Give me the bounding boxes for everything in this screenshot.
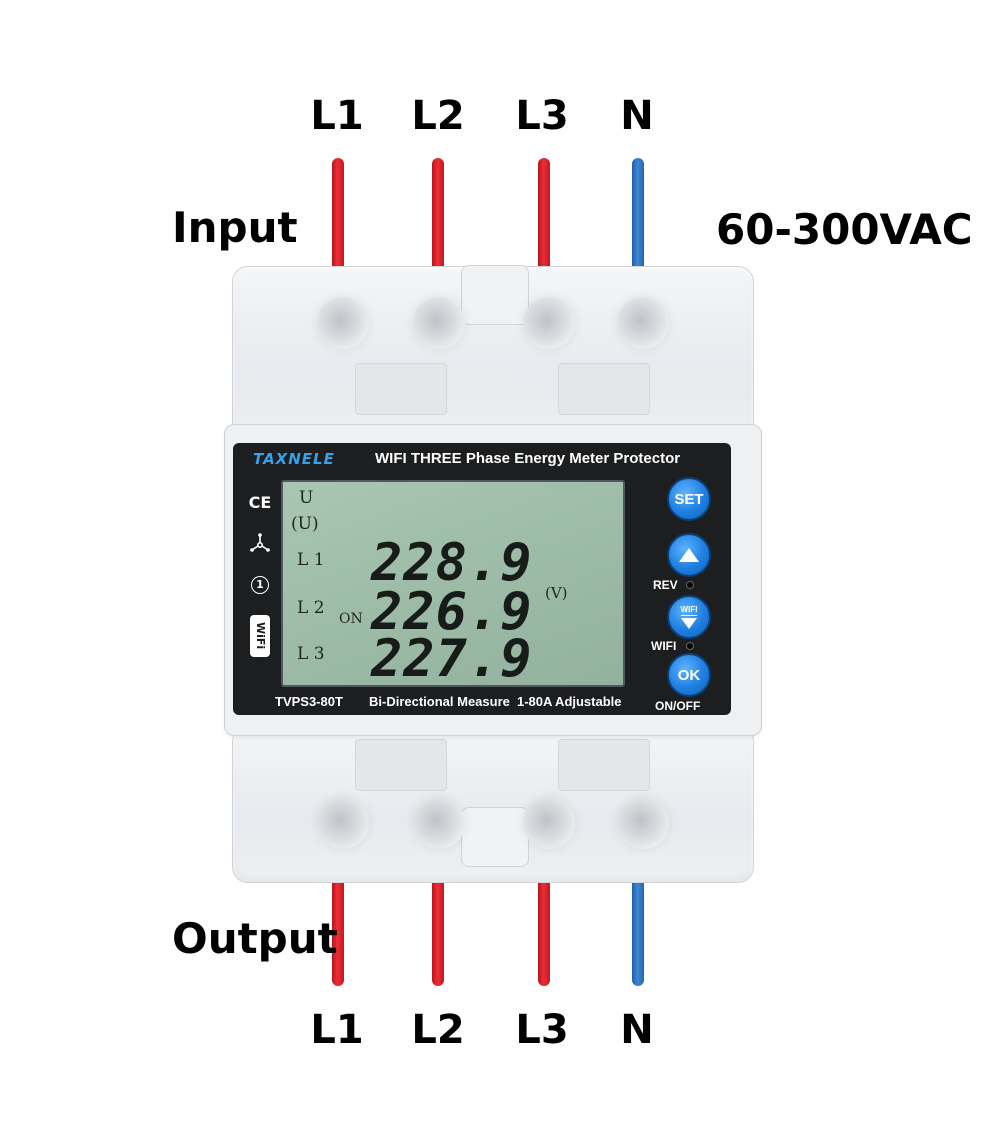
voltage-range-label: 60-300VAC (716, 205, 973, 254)
lcd-value-l2: 226.9 (371, 582, 533, 642)
top-label-l2: L2 (411, 93, 465, 139)
screw-top-l3 (523, 297, 575, 349)
set-button[interactable]: SET (667, 477, 711, 521)
screw-bottom-l2 (413, 797, 465, 849)
up-button[interactable] (667, 533, 711, 577)
energy-meter: TAXNELE WIFI THREE Phase Energy Meter Pr… (224, 265, 762, 883)
wire-bottom-n (632, 870, 644, 986)
lcd-value-l3: 227.9 (371, 629, 533, 689)
screw-top-l1 (317, 297, 369, 349)
screw-bottom-l1 (317, 797, 369, 849)
top-ridge-left (355, 363, 447, 415)
wire-bottom-l1 (332, 870, 344, 986)
brand-logo: TAXNELE (253, 450, 335, 468)
front-panel: TAXNELE WIFI THREE Phase Energy Meter Pr… (233, 443, 731, 715)
bottom-label-l3: L3 (515, 1007, 569, 1053)
lcd-mode-top: U (299, 488, 314, 508)
bottom-ridge-left (355, 739, 447, 791)
wire-bottom-l3 (538, 870, 550, 986)
wifi-indicator-dot (686, 642, 694, 650)
bottom-label-n: N (620, 1007, 654, 1053)
on-off-label: ON/OFF (655, 699, 701, 713)
wifi-down-button[interactable]: WIFI (667, 595, 711, 639)
ce-mark-icon: CE (248, 493, 272, 512)
wire-top-n (632, 158, 644, 273)
bottom-label-l1: L1 (310, 1007, 364, 1053)
lcd-row-label-l2: L 2 (297, 598, 325, 618)
wire-bottom-l2 (432, 870, 444, 986)
bottom-ridge-right (558, 739, 650, 791)
lcd-display: U (U) L 1 L 2 L 3 ON (V) 228.9 226.9 227… (281, 480, 625, 687)
feature-bidirectional: Bi-Directional Measure (369, 694, 510, 709)
top-din-clip (461, 265, 529, 325)
circled-one-icon: 1 (247, 576, 273, 594)
lcd-row-label-l1: L 1 (297, 550, 325, 570)
top-terminal-block (232, 265, 754, 448)
tripod-icon (247, 531, 273, 557)
screw-top-l2 (413, 297, 465, 349)
front-bezel: TAXNELE WIFI THREE Phase Energy Meter Pr… (224, 424, 762, 736)
device-title: WIFI THREE Phase Energy Meter Protector (375, 450, 681, 467)
top-label-l1: L1 (310, 93, 364, 139)
wire-top-l1 (332, 158, 344, 273)
lcd-status-on: ON (339, 611, 363, 627)
bottom-din-clip (461, 807, 529, 867)
up-arrow-icon (679, 548, 699, 562)
top-label-n: N (620, 93, 654, 139)
screw-top-n (617, 297, 669, 349)
bottom-label-l2: L2 (411, 1007, 465, 1053)
wifi-label: WIFI (651, 639, 677, 653)
top-label-l3: L3 (515, 93, 569, 139)
down-arrow-icon (681, 618, 697, 629)
model-number: TVPS3-80T (275, 694, 343, 709)
rev-label: REV (653, 578, 678, 592)
wifi-badge: WIFI (680, 605, 698, 616)
wire-top-l3 (538, 158, 550, 273)
ok-button[interactable]: OK (667, 653, 711, 697)
input-label: Input (172, 203, 298, 252)
output-label: Output (172, 914, 338, 963)
bottom-terminal-block (232, 726, 754, 883)
lcd-row-label-l3: L 3 (297, 644, 325, 664)
top-ridge-right (558, 363, 650, 415)
wifi-logo-icon: WiFi (247, 615, 273, 657)
lcd-value-l1: 228.9 (371, 533, 533, 593)
lcd-mode-sub: (U) (291, 514, 319, 534)
feature-adjustable: 1-80A Adjustable (517, 694, 622, 709)
rev-indicator-dot (686, 581, 694, 589)
wire-top-l2 (432, 158, 444, 273)
screw-bottom-n (617, 797, 669, 849)
lcd-unit: (V) (545, 584, 568, 602)
screw-bottom-l3 (523, 797, 575, 849)
